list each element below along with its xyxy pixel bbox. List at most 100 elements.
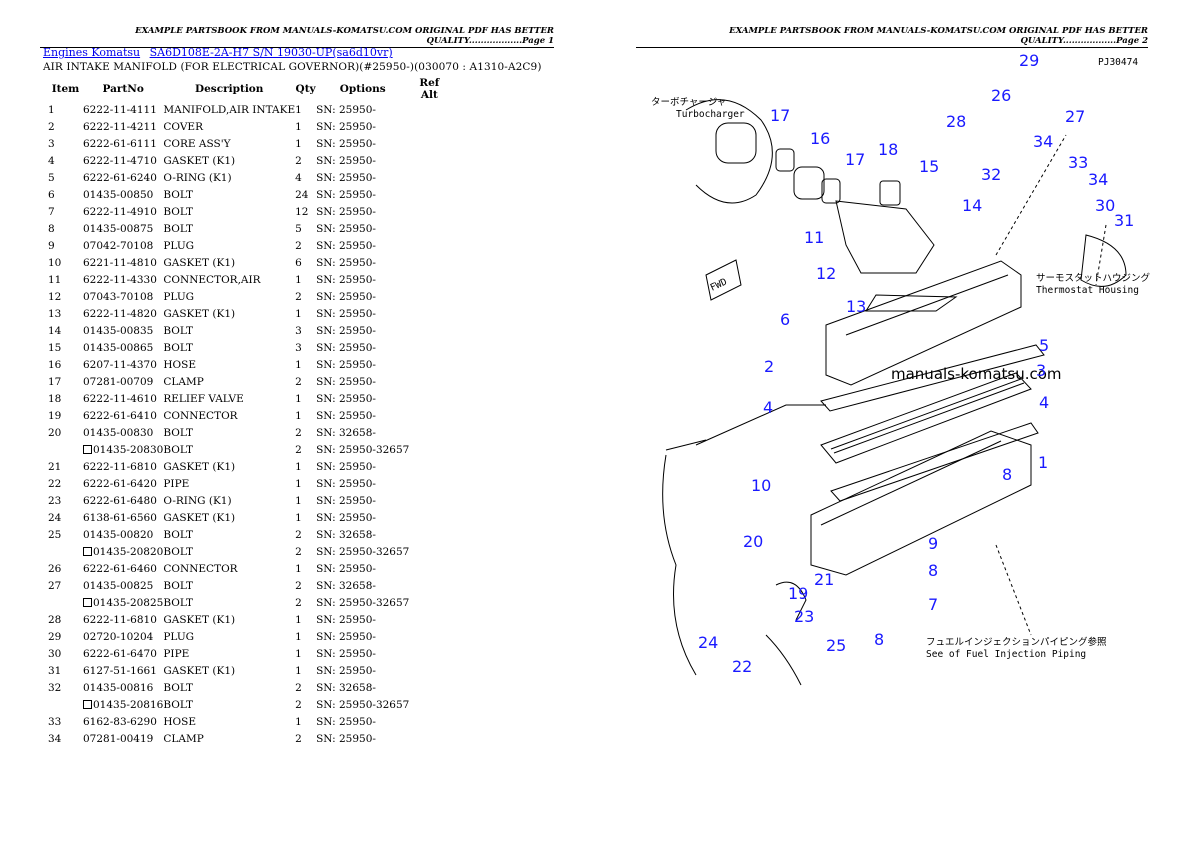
cell-partno: 6222-11-4910 [83,203,163,220]
cell-options: SN: 25950- [316,118,409,135]
cell-item: 6 [43,186,83,203]
cell-partno: 6222-61-6420 [83,475,163,492]
cell-item-text: 33 [48,715,62,728]
callout-number: 17 [770,106,790,125]
cell-options: SN: 25950-32657 [316,543,409,560]
cell-qty: 1 [295,509,316,526]
cell-description: BOLT [163,696,295,713]
cell-description: PLUG [163,237,295,254]
cell-ref-alt [409,356,449,373]
callout-group: 2926272834333430323117161718151411121365… [698,51,1134,676]
cell-partno: 6162-83-6290 [83,713,163,730]
cell-partno-text: 6138-61-6560 [83,511,157,524]
cell-item-text: 31 [48,664,62,677]
cell-description: BOLT [163,543,295,560]
cell-item-text: 19 [48,409,62,422]
cell-qty-text: 1 [295,630,302,643]
cell-options-text: SN: 25950- [316,647,376,660]
cell-item-text: 34 [48,732,62,745]
callout-number: 8 [928,561,938,580]
hose-16 [793,166,825,200]
cell-item: 8 [43,220,83,237]
cell-options: SN: 32658- [316,679,409,696]
cell-description: O-RING (K1) [163,492,295,509]
cell-qty: 24 [295,186,316,203]
cell-item: 12 [43,288,83,305]
cell-partno-text: 6222-11-4910 [83,205,157,218]
cell-options: SN: 25950- [316,305,409,322]
cell-partno-text: 6222-61-6240 [83,171,157,184]
col-header-options: Options [339,83,386,95]
cell-item: 14 [43,322,83,339]
cell-qty: 1 [295,611,316,628]
breadcrumb-link-engines[interactable]: Engines Komatsu [43,46,141,59]
col-header-qty: Qty [295,83,316,95]
cell-description: CONNECTOR [163,407,295,424]
cell-qty: 3 [295,339,316,356]
callout-number: 20 [743,532,763,551]
engine-block-outline [662,454,697,676]
cell-partno-text: 6207-11-4370 [83,358,157,371]
cell-description-text: PLUG [163,239,195,252]
callout-number: 12 [816,264,836,283]
callout-number: 15 [919,157,939,176]
page-header-right: EXAMPLE PARTSBOOK FROM MANUALS-KOMATSU.C… [636,26,1148,48]
cell-options: SN: 25950- [316,611,409,628]
cell-item: 22 [43,475,83,492]
cell-description-text: GASKET (K1) [163,664,236,677]
cell-ref-alt [409,220,449,237]
cell-item-text: 18 [48,392,62,405]
cell-item: 18 [43,390,83,407]
note-fuel-piping-jp: フュエルインジェクションパイピング参照 [926,636,1107,648]
cell-description: O-RING (K1) [163,169,295,186]
cell-options: SN: 25950- [316,339,409,356]
cell-description-text: BOLT [163,545,193,558]
cell-options-text: SN: 25950-32657 [316,545,410,558]
callout-number: 16 [810,129,830,148]
cell-item-text: 20 [48,426,62,439]
cell-partno: 01435-00865 [83,339,163,356]
cell-item: 3 [43,135,83,152]
cell-ref-alt [409,611,449,628]
cell-description: GASKET (K1) [163,611,295,628]
cell-partno: 01435-00820 [83,526,163,543]
cell-options-text: SN: 25950- [316,358,376,371]
cell-partno: 6138-61-6560 [83,509,163,526]
callout-number: 28 [946,112,966,131]
cell-description-text: GASKET (K1) [163,307,236,320]
turbocharger-outlet [715,122,757,164]
cell-item: 31 [43,662,83,679]
cell-item: 20 [43,424,83,441]
cell-description-text: BOLT [163,205,193,218]
cell-options-text: SN: 25950-32657 [316,596,410,609]
cell-options-text: SN: 25950-32657 [316,698,410,711]
cell-ref-alt [409,135,449,152]
cell-partno-text: 6221-11-4810 [83,256,157,269]
callout-number: 25 [826,636,846,655]
breadcrumb-link-model[interactable]: SA6D108E-2A-H7 S/N 19030-UP(sa6d10vr) [149,46,393,59]
cell-item-text: 1 [48,103,55,116]
cell-description: CLAMP [163,730,295,747]
cell-options: SN: 25950- [316,254,409,271]
cell-qty-text: 1 [295,647,302,660]
cell-ref-alt [409,203,449,220]
callout-number: 24 [698,633,718,652]
cell-item [43,543,83,560]
cell-item: 17 [43,373,83,390]
cell-qty-text: 2 [295,681,302,694]
cell-options: SN: 25950- [316,203,409,220]
cell-description-text: BOLT [163,222,193,235]
cell-description: CONNECTOR [163,560,295,577]
cell-description: CORE ASS'Y [163,135,295,152]
cell-item: 34 [43,730,83,747]
cell-description-text: MANIFOLD,AIR INTAKE [163,103,296,116]
cell-options-text: SN: 25950- [316,256,376,269]
